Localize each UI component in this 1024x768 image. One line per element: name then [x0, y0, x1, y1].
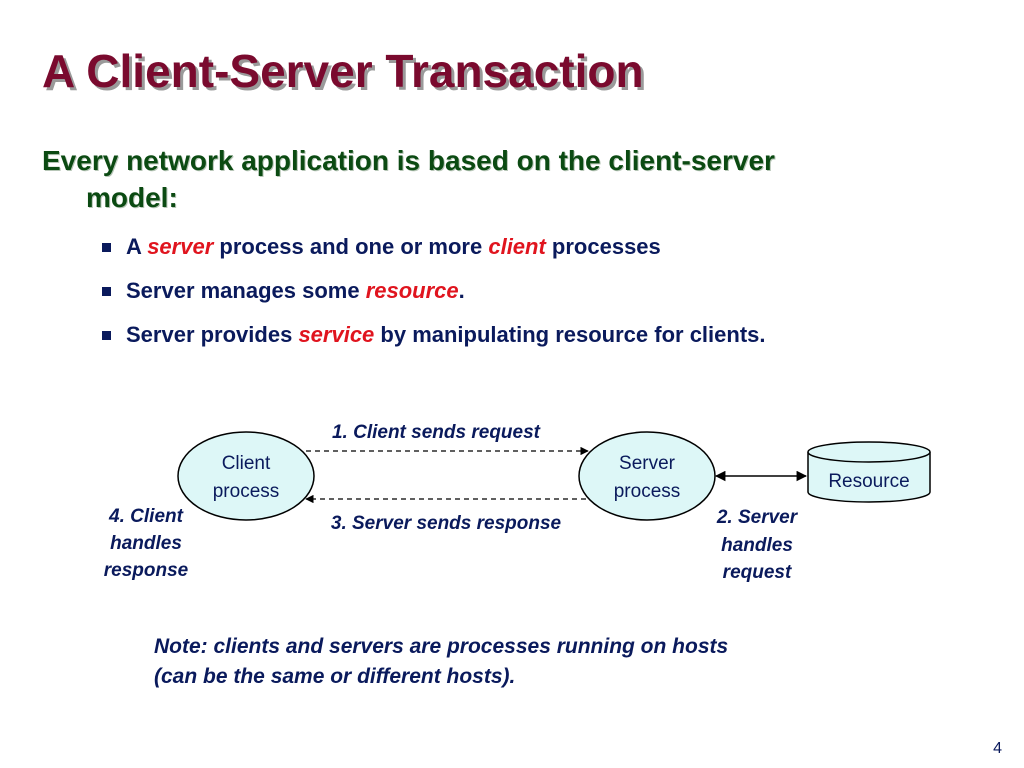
page-number: 4 [993, 740, 1002, 757]
client-process-node: Client process [177, 431, 315, 521]
slide-title: A Client-Server Transaction [42, 45, 644, 97]
lead-line-2: model: [86, 182, 178, 213]
step-3-label: 3. Server sends response [331, 513, 562, 534]
term-resource: resource [365, 278, 459, 303]
client-label-line-1: Client [222, 453, 271, 474]
term-client: client [488, 234, 546, 259]
term-service: service [298, 322, 375, 347]
note-line-1: Note: clients and servers are processes … [154, 635, 729, 658]
resource-node: Resource [807, 441, 931, 503]
step-2-line-2: handles [721, 535, 793, 556]
bullet-text: A [126, 234, 148, 259]
resource-cylinder-top [807, 441, 931, 463]
resource-cylinder-body [807, 452, 931, 503]
step-2-line-1: 2. Server [716, 507, 799, 528]
term-server: server [147, 234, 214, 259]
bullet-item: Server manages some resource. [102, 272, 766, 316]
lead-statement: Every network application is based on th… [42, 142, 962, 216]
server-label-line-1: Server [619, 453, 676, 474]
bullet-text: process and one or more [213, 234, 489, 259]
bullet-text: processes [545, 234, 661, 259]
bullet-text: Server provides [126, 322, 299, 347]
client-ellipse [177, 431, 315, 521]
bullet-square-icon [102, 243, 111, 252]
bullet-text: by manipulating resource for clients. [374, 322, 766, 347]
server-ellipse [578, 431, 716, 521]
bullet-text: Server manages some [126, 278, 366, 303]
step-4-label: 4. Client handles response [104, 506, 189, 581]
server-label-line-2: process [614, 481, 681, 502]
note-line-2: (can be the same or different hosts). [154, 665, 516, 688]
client-label-line-2: process [213, 481, 280, 502]
lead-line-1: Every network application is based on th… [42, 145, 775, 176]
step-4-line-1: 4. Client [108, 506, 184, 527]
resource-label: Resource [828, 471, 909, 492]
bullet-square-icon [102, 287, 111, 296]
note-text: Note: clients and servers are processes … [154, 632, 914, 692]
bullet-text: . [458, 278, 465, 303]
step-2-line-3: request [723, 562, 792, 583]
bullet-item: Server provides service by manipulating … [102, 316, 766, 360]
bullet-item: A server process and one or more client … [102, 228, 766, 272]
bullet-list: A server process and one or more client … [102, 228, 766, 360]
step-1-label: 1. Client sends request [332, 422, 541, 443]
server-process-node: Server process [578, 431, 716, 521]
step-2-label: 2. Server handles request [716, 507, 799, 583]
step-4-line-3: response [104, 560, 189, 581]
bullet-square-icon [102, 331, 111, 340]
step-4-line-2: handles [110, 533, 182, 554]
